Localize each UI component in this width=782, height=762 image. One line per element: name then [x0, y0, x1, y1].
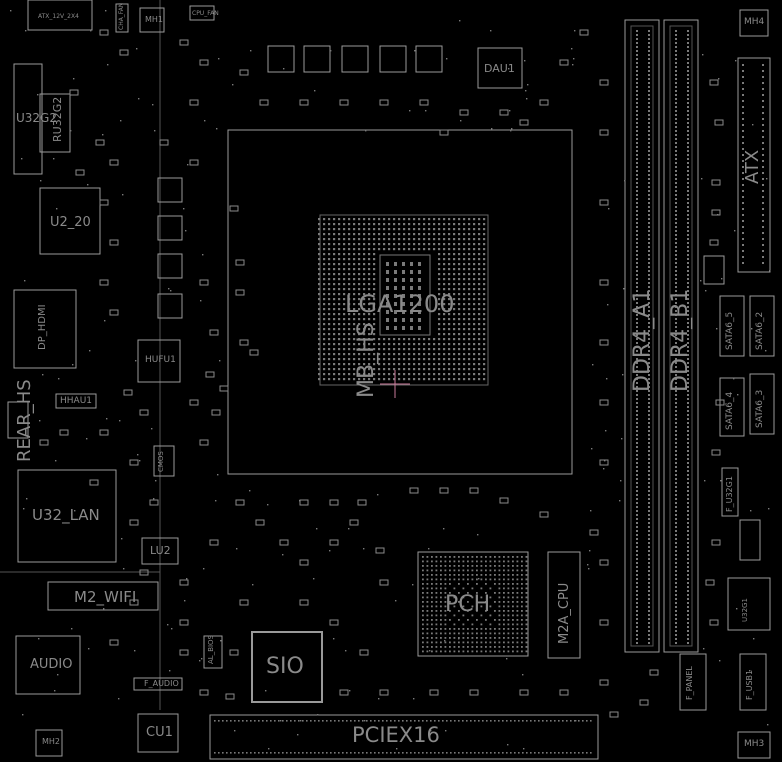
- f-usb1-label: F_USB1: [745, 669, 754, 700]
- hhau1-label: HHAU1: [60, 396, 93, 406]
- hdmi-port: [13, 289, 77, 369]
- sata6-4-label: SATA6_4: [725, 391, 735, 430]
- hufu1-chip: [137, 339, 181, 383]
- m2a-cpu-label: M2A_CPU: [557, 582, 572, 644]
- pcie-x16-slot: [209, 714, 599, 760]
- u32g2-label: U32G2: [16, 111, 57, 125]
- audio-jack: [15, 635, 81, 695]
- audio-label: AUDIO: [30, 657, 73, 672]
- ddr-a1-label: DDR4_A1: [630, 288, 655, 392]
- pch-chip: [417, 551, 529, 657]
- m2-wifi-label: M2_WIFI: [74, 588, 137, 606]
- lu2-label: LU2: [150, 544, 171, 557]
- f-u32g1-label: F_U32G1: [725, 476, 734, 512]
- u32-lan-label: U32_LAN: [32, 506, 100, 524]
- sio-chip: [251, 631, 323, 703]
- mh4-label: MH4: [744, 17, 765, 27]
- cmos-label: CMOS: [157, 451, 165, 472]
- ru32g2-label: RU32G2: [51, 96, 64, 142]
- u32g1-label: U32G1: [741, 598, 749, 622]
- pch-label: PCH: [445, 592, 491, 617]
- f-panel-label: F_PANEL: [685, 666, 694, 700]
- cu1-label: CU1: [146, 725, 173, 740]
- ddr-b1-label: DDR4_B1: [668, 288, 693, 392]
- al-bios-label: AL_BIOS: [207, 634, 215, 664]
- rear-hs-header: [7, 401, 29, 439]
- u2-20-port: [39, 187, 101, 255]
- u2-20-label: U2_20: [50, 215, 91, 230]
- mh2-label: MH2: [42, 737, 61, 746]
- dau1-chip: [477, 47, 523, 89]
- cpu-socket-outline: [227, 129, 573, 475]
- atx-12v-label: ATX_12V_2X4: [38, 13, 79, 20]
- mh3-label: MH3: [744, 739, 765, 749]
- cha-fan-label: CHA_FAN: [118, 2, 125, 30]
- cpu-socket-label: LGA1200: [345, 290, 455, 318]
- sata6-2-label: SATA6_2: [755, 311, 765, 350]
- atx-connector: [737, 57, 771, 273]
- hufu1-label: HUFU1: [145, 355, 176, 365]
- sata6-5-label: SATA6_5: [725, 311, 735, 350]
- m2-wifi-slot: [47, 581, 159, 611]
- m2a-cpu-slot: [547, 551, 581, 659]
- cpu-fan-label: CPU_FAN: [192, 10, 219, 17]
- f-audio-label: F_AUDIO: [144, 679, 179, 688]
- cpu-holes-label: MB_HS: [354, 322, 379, 398]
- rear-hs-label: REAR_HS: [14, 379, 35, 462]
- sio-label: SIO: [266, 654, 304, 679]
- cu1-chip: [137, 713, 179, 753]
- u32g2-port: [13, 63, 43, 175]
- mh1-label: MH1: [145, 15, 164, 24]
- atx-label: ATX: [742, 149, 763, 184]
- hdmi-label: DP_HDMI: [37, 304, 48, 350]
- pcie-label: PCIEX16: [352, 723, 440, 747]
- dau1-label: DAU1: [484, 62, 515, 75]
- ddr4-b1-slot: [663, 19, 699, 653]
- lan-port: [17, 469, 117, 563]
- ddr4-a1-slot: [624, 19, 660, 653]
- sata6-3-label: SATA6_3: [755, 389, 765, 428]
